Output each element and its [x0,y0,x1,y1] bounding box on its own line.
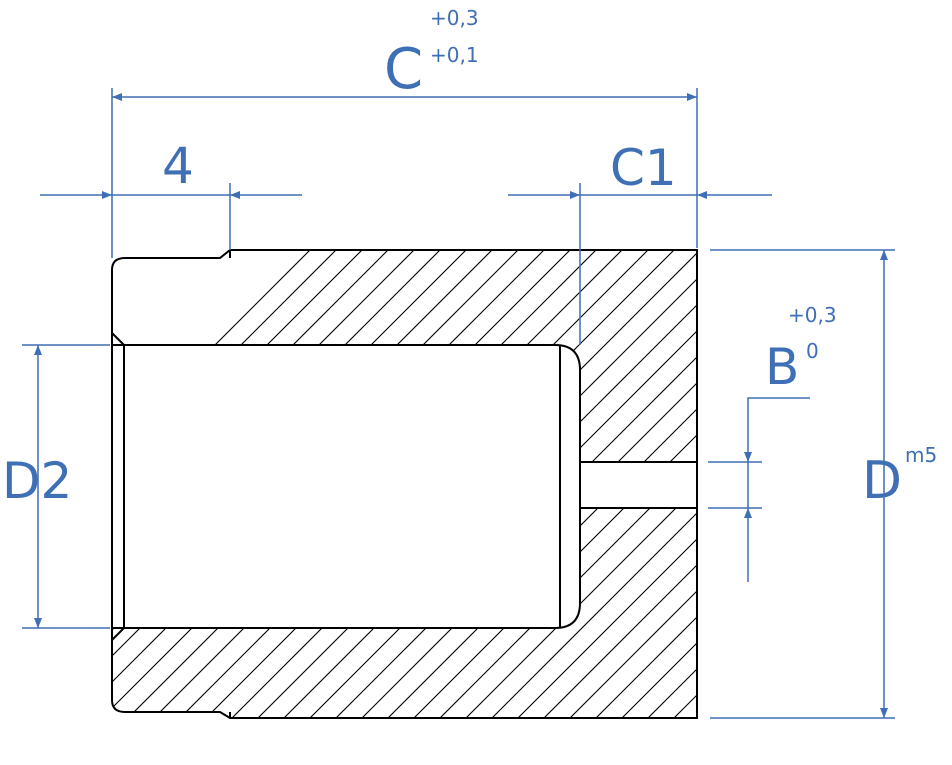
label-c-tol-lower: +0,1 [430,43,479,67]
label-b: B [765,338,799,396]
hatch-line [553,250,697,718]
hatch-line [449,250,697,718]
hatch-line [397,250,697,718]
label-b-tol-lower: 0 [806,339,819,363]
hatch-line [112,250,697,718]
hatch-line [788,0,952,760]
hatch-line [345,250,697,718]
label-c: C [384,37,423,102]
part-outline [111,249,698,719]
hatch-line [112,250,697,718]
label-d-fit: m5 [905,443,937,467]
hatch-line [267,250,697,718]
hatch-line [112,250,587,718]
hatch-line [423,250,697,718]
hatch-line [112,250,697,718]
outer-contour [111,249,698,719]
hatch-line [710,0,952,760]
hatch-line [475,250,697,718]
hatch-line [189,250,697,718]
hatch-line [501,250,697,718]
label-d2: D2 [2,452,72,510]
hatch-line [527,250,697,718]
hatch-line [892,0,952,760]
hatch-line [814,0,952,760]
label-4: 4 [162,137,194,195]
hatch-line [683,250,697,718]
hatch-line [840,0,952,760]
label-b-tol-upper: +0,3 [788,303,837,327]
hatch-line [215,250,697,718]
hatch-line [293,250,697,718]
hatch-line [112,250,691,718]
hatch-line [112,250,697,718]
dim-b-leader [744,397,810,462]
hatch-line [944,0,952,760]
chamfer-bottom [111,627,125,641]
chamfer-top [111,332,125,346]
hatch-line [241,250,697,718]
hatch-line [866,0,952,760]
hatch-line [657,250,697,718]
hatch-line [918,0,952,760]
hatch-line [112,250,697,718]
hatch-line [112,250,613,718]
hatch-line [112,250,561,718]
hatch-line [163,250,697,718]
label-c1: C1 [610,139,677,197]
hatch-line [112,250,639,718]
label-c-tol-upper: +0,3 [430,6,479,30]
hatch-line [112,250,697,718]
bore-contour [112,344,581,629]
hatch-line [319,250,697,718]
hatch-line [371,250,697,718]
label-d: D [862,451,902,511]
dimension-lines [22,88,895,719]
